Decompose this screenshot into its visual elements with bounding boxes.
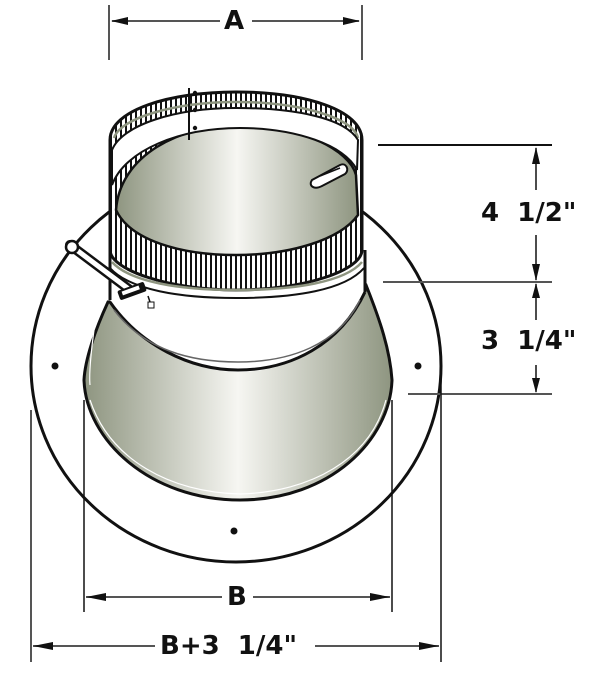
dimension-heights bbox=[378, 144, 552, 395]
damper-clip bbox=[309, 163, 349, 189]
collar-height-label: 4 1/2" bbox=[481, 198, 577, 228]
crimped-collar bbox=[108, 90, 365, 300]
dimension-a bbox=[108, 5, 363, 60]
dimension-flange bbox=[30, 380, 442, 662]
damper-handle bbox=[64, 239, 155, 309]
cone-height-label: 3 1/4" bbox=[481, 326, 577, 356]
flange-diameter-label: B+3 1/4" bbox=[160, 631, 298, 661]
seam-rivets bbox=[188, 88, 198, 140]
screw-hole-right bbox=[414, 362, 422, 370]
dimension-b-label: B bbox=[227, 582, 247, 612]
dimension-b bbox=[83, 400, 393, 612]
screw-hole-left bbox=[51, 362, 59, 370]
dimension-a-label: A bbox=[224, 6, 245, 36]
screw-hole-bottom bbox=[230, 527, 238, 535]
